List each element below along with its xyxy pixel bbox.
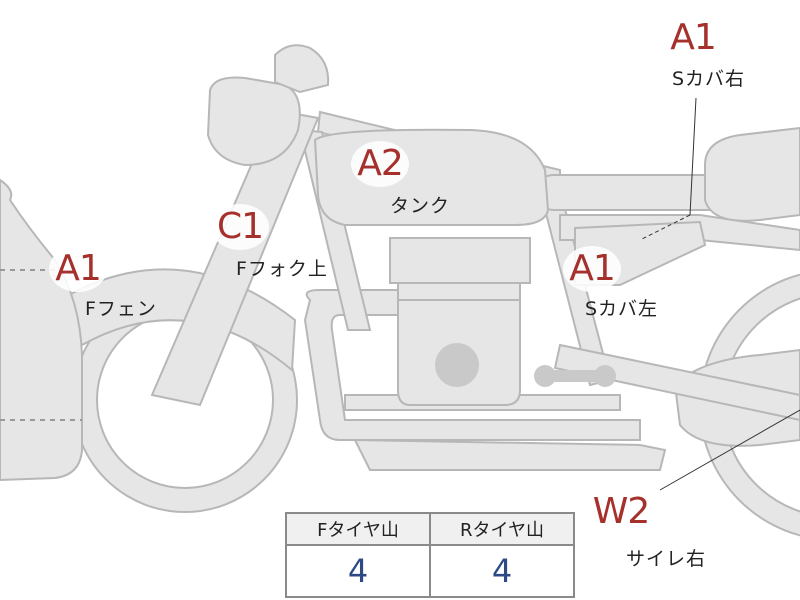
part-label-rear-cover-right: Sカバ右: [672, 68, 746, 90]
leader-line-silencer: [659, 409, 800, 491]
grade-badge-tank: A2: [351, 141, 409, 187]
front-tread-value: 4: [285, 544, 431, 598]
part-label-silencer-right: サイレ右: [626, 548, 707, 570]
engine: [389, 237, 616, 406]
grade-badge-front-fork-upper: C1: [211, 204, 269, 250]
exhaust-pipe-lower: [353, 438, 667, 471]
grade-badge-rear-cover-right: A1: [664, 15, 722, 61]
part-label-front-fork-upper: Fフォク上: [236, 258, 328, 280]
part-label-tank: タンク: [390, 195, 451, 217]
leader-line-rear-cover: [689, 97, 697, 216]
front-carrier-shape: [0, 178, 83, 482]
front-tread-header: Fタイヤ山: [285, 512, 431, 546]
headlight-shape: [206, 76, 301, 167]
front-fork-shape: [150, 108, 320, 407]
grade-badge-silencer-right: W2: [592, 489, 650, 535]
tread-table-header-row: Fタイヤ山 Rタイヤ山: [285, 512, 575, 546]
part-label-rear-cover-left: Sカバ左: [585, 298, 659, 320]
grade-badge-rear-cover-left: A1: [563, 246, 621, 292]
swing-arm: [553, 343, 800, 422]
part-label-front-fender: Fフェン: [85, 298, 157, 320]
leader-line-rear-cover-dash: [639, 214, 691, 241]
rear-tread-value: 4: [429, 544, 575, 598]
rear-tread-header: Rタイヤ山: [429, 512, 575, 546]
meter-shape: [274, 44, 330, 94]
tread-table-value-row: 4 4: [285, 544, 575, 598]
exhaust-pipe-upper: [303, 289, 641, 441]
rear-cover-shape: [704, 126, 800, 222]
seat-shape: [539, 174, 716, 211]
tire-tread-table: Fタイヤ山 Rタイヤ山 4 4: [285, 512, 575, 598]
grade-badge-front-fender: A1: [49, 246, 107, 292]
